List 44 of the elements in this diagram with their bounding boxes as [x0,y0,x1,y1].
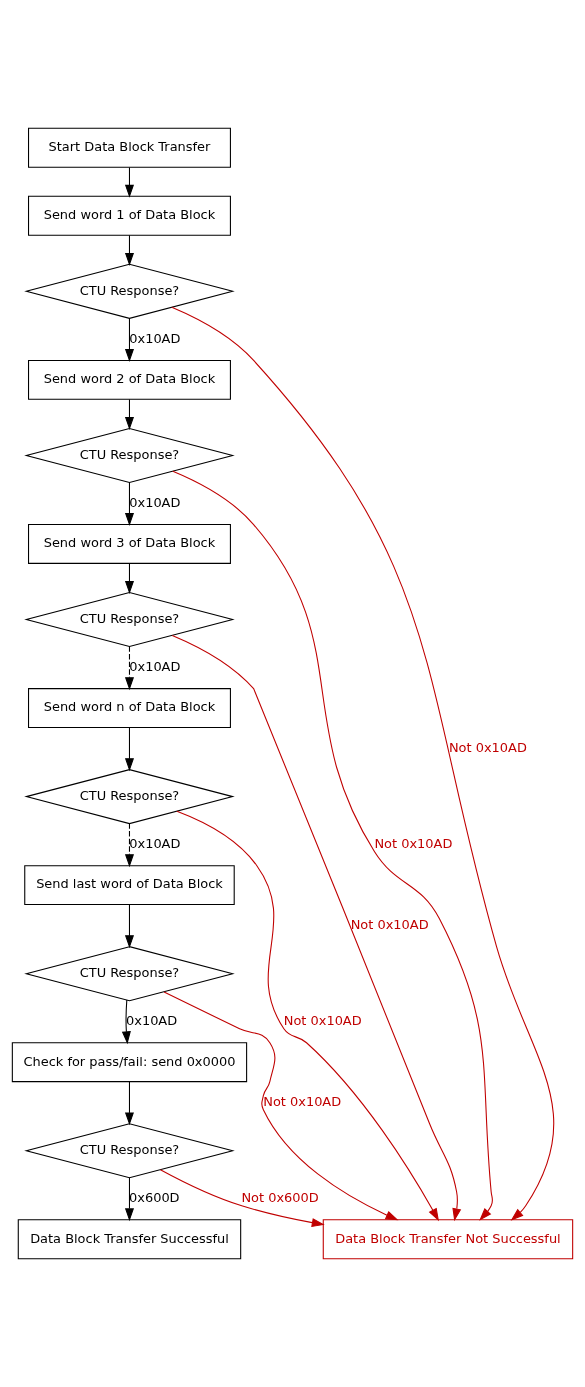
arrow [171,306,555,1221]
arrow [163,991,399,1221]
node-box: Start Data Block Transfer [28,127,231,168]
edge-label: Not 0x600D [241,1190,319,1206]
arrow [124,904,135,949]
node-box: Send word 2 of Data Block [28,359,231,400]
arrow [124,727,135,772]
edge-label: Not 0x10AD [374,835,453,851]
node-diamond: CTU Response? [24,592,235,648]
arrow [124,823,135,868]
node-diamond: CTU Response? [24,427,235,483]
arrow [172,470,494,1221]
arrow [124,481,135,527]
edge-label: 0x10AD [126,1013,178,1029]
arrow [176,810,439,1222]
node-diamond: CTU Response? [24,263,235,319]
arrow [124,1081,135,1126]
node-box: Send word n of Data Block [28,688,231,729]
edge-label: Not 0x10AD [448,739,527,755]
node-box: Data Block Transfer Not Successful [322,1219,574,1260]
arrow [124,317,135,362]
arrow [171,634,462,1222]
edge-label: Not 0x10AD [263,1094,342,1110]
arrow [124,646,135,691]
node-box: Send word 1 of Data Block [28,195,231,236]
edge-label: 0x10AD [129,658,181,674]
arrow [159,1169,325,1228]
node-diamond: CTU Response? [24,769,235,825]
node-box: Send last word of Data Block [24,865,235,906]
node-box: Send word 3 of Data Block [28,524,231,564]
edge-label: Not 0x10AD [283,1013,362,1029]
arrow [124,398,135,430]
edge-label: 0x10AD [129,494,181,510]
node-box: Data Block Transfer Successful [17,1219,242,1260]
arrow [124,1177,135,1222]
node-diamond: CTU Response? [24,946,235,1002]
node-box: Check for pass/fail: send 0x0000 [11,1042,248,1083]
arrow [124,234,135,266]
edge-label: 0x10AD [129,330,181,346]
node-diamond: CTU Response? [24,1123,235,1179]
edge-label: 0x600D [129,1190,180,1206]
arrow [121,999,131,1045]
edge-label: Not 0x10AD [350,916,429,932]
edge-label: 0x10AD [129,835,181,851]
